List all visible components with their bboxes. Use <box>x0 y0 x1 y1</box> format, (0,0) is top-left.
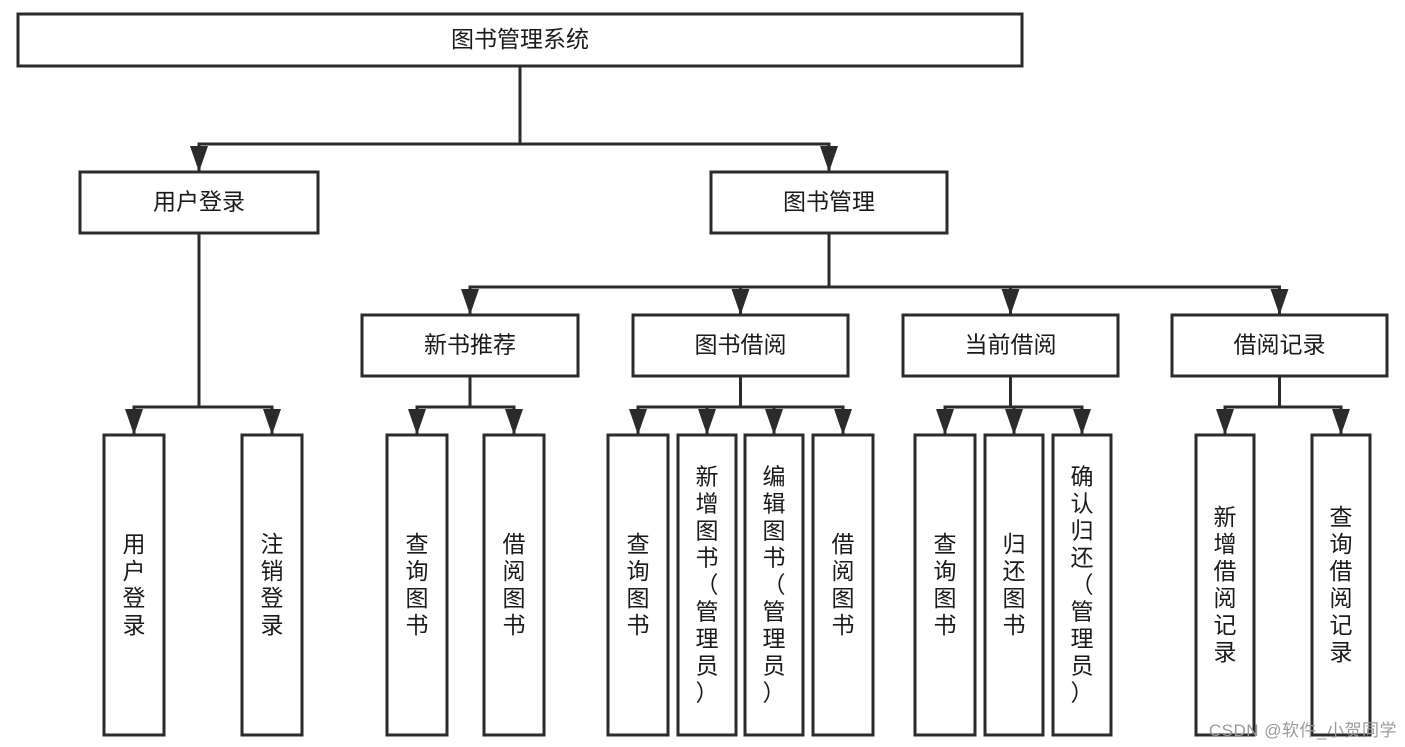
node-box <box>16 12 1024 68</box>
node-label: 确认归还（管理员） <box>1071 464 1094 706</box>
node-box <box>1051 433 1113 737</box>
arrow-head-icon <box>820 146 838 172</box>
node-user-login[interactable]: 用户登录 <box>78 170 320 235</box>
node-label: 借阅记录 <box>1234 332 1326 358</box>
node-label: 查询图书 <box>406 531 429 638</box>
node-leaf-query-borrow-record[interactable]: 查询借阅记录 <box>1310 433 1372 737</box>
node-label: 注销登录 <box>261 531 284 638</box>
node-label: 用户登录 <box>153 189 245 215</box>
arrow-head-icon <box>263 409 281 435</box>
node-leaf-query-book-rec[interactable]: 查询图书 <box>385 433 449 737</box>
node-leaf-edit-book-admin[interactable]: 编辑图书（管理员） <box>743 433 805 737</box>
arrow-head-icon <box>629 409 647 435</box>
arrow-head-icon <box>190 146 208 172</box>
node-box <box>1170 313 1389 378</box>
node-box <box>743 433 805 737</box>
node-leaf-borrow-book[interactable]: 借阅图书 <box>811 433 875 737</box>
node-box <box>240 433 304 737</box>
node-label: 借阅图书 <box>503 531 526 638</box>
node-leaf-query-book-borrow[interactable]: 查询图书 <box>606 433 670 737</box>
node-book-manage[interactable]: 图书管理 <box>709 170 949 235</box>
node-label: 归还图书 <box>1003 531 1026 638</box>
node-leaf-return-book[interactable]: 归还图书 <box>983 433 1045 737</box>
arrow-head-icon <box>1073 409 1091 435</box>
node-label: 查询图书 <box>627 531 650 638</box>
node-layer: 图书管理系统用户登录图书管理新书推荐图书借阅当前借阅借阅记录用户登录注销登录查询… <box>16 12 1389 737</box>
node-label: 查询借阅记录 <box>1330 504 1353 665</box>
node-box <box>1310 433 1372 737</box>
node-borrow-record[interactable]: 借阅记录 <box>1170 313 1389 378</box>
connector-layer <box>125 64 1350 436</box>
node-label: 图书管理 <box>783 189 875 215</box>
node-box <box>913 433 977 737</box>
arrow-head-icon <box>125 409 143 435</box>
node-label: 新增借阅记录 <box>1214 504 1237 665</box>
node-box <box>606 433 670 737</box>
node-leaf-user-login[interactable]: 用户登录 <box>102 433 166 737</box>
node-leaf-add-borrow-record[interactable]: 新增借阅记录 <box>1194 433 1256 737</box>
node-leaf-query-book-current[interactable]: 查询图书 <box>913 433 977 737</box>
node-box <box>983 433 1045 737</box>
node-box <box>360 313 580 378</box>
node-label: 新增图书（管理员） <box>696 464 719 706</box>
node-box <box>482 433 546 737</box>
node-current-borrow[interactable]: 当前借阅 <box>901 313 1120 378</box>
node-box <box>709 170 949 235</box>
arrow-head-icon <box>698 409 716 435</box>
arrow-head-icon <box>936 409 954 435</box>
node-box <box>901 313 1120 378</box>
arrow-head-icon <box>1270 289 1289 315</box>
node-box <box>1194 433 1256 737</box>
node-box <box>102 433 166 737</box>
node-box <box>385 433 449 737</box>
node-leaf-borrow-book-rec[interactable]: 借阅图书 <box>482 433 546 737</box>
node-label: 用户登录 <box>123 531 146 638</box>
node-leaf-logout-login[interactable]: 注销登录 <box>240 433 304 737</box>
node-root[interactable]: 图书管理系统 <box>16 12 1024 68</box>
arrow-head-icon <box>834 409 852 435</box>
node-box <box>811 433 875 737</box>
node-box <box>676 433 738 737</box>
arrow-head-icon <box>408 409 426 435</box>
node-label: 当前借阅 <box>965 332 1057 358</box>
arrow-head-icon <box>731 289 750 315</box>
arrow-head-icon <box>1005 409 1023 435</box>
arrow-head-icon <box>1332 409 1350 435</box>
node-leaf-add-book-admin[interactable]: 新增图书（管理员） <box>676 433 738 737</box>
arrow-head-icon <box>1216 409 1234 435</box>
node-label: 图书管理系统 <box>451 26 589 52</box>
node-new-book-recommend[interactable]: 新书推荐 <box>360 313 580 378</box>
arrow-head-icon <box>505 409 523 435</box>
node-box <box>78 170 320 235</box>
arrow-head-icon <box>765 409 783 435</box>
node-book-borrow[interactable]: 图书借阅 <box>631 313 850 378</box>
node-label: 借阅图书 <box>832 531 855 638</box>
node-label: 新书推荐 <box>424 332 516 358</box>
node-box <box>631 313 850 378</box>
arrow-head-icon <box>1001 289 1020 315</box>
node-label: 图书借阅 <box>695 332 787 358</box>
arrow-head-icon <box>461 289 479 315</box>
node-label: 查询图书 <box>934 531 957 638</box>
node-label: 编辑图书（管理员） <box>763 464 786 706</box>
node-leaf-confirm-return-admin[interactable]: 确认归还（管理员） <box>1051 433 1113 737</box>
